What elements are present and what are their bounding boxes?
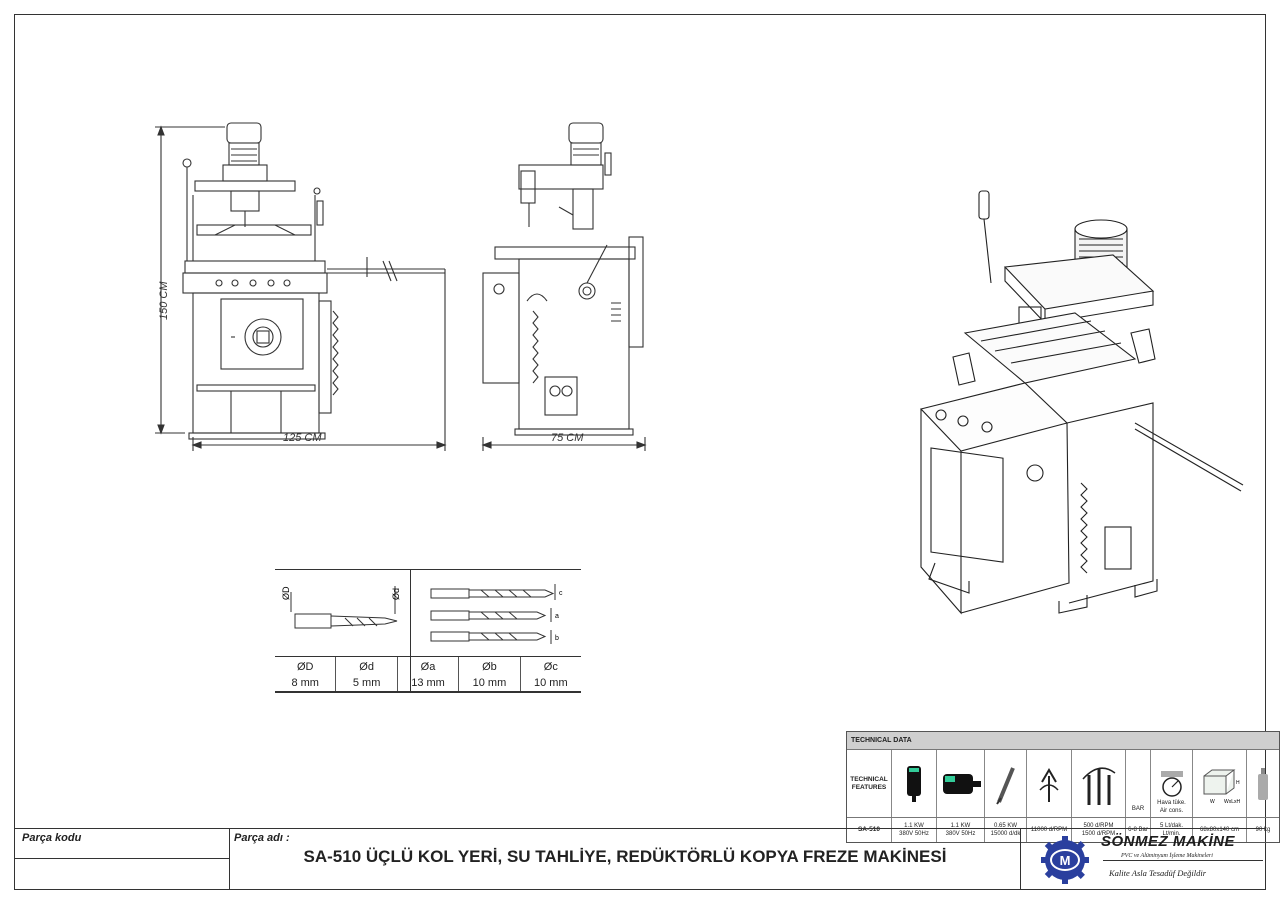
- dimension-front-width-label: 125 CM: [283, 432, 322, 444]
- weight-icon: [1246, 750, 1279, 817]
- front-view-drawing: 150 CM 125 CM: [155, 122, 447, 451]
- title-block: Parça kodu Parça adı : SA-510 ÜÇLÜ KOL Y…: [14, 828, 1266, 890]
- value-air: 5 Lt/dak.Lt/min.: [1150, 818, 1192, 842]
- part-name-label: Parça adı :: [234, 832, 290, 844]
- bit-drawings: ØD Ød c a b: [275, 569, 581, 656]
- part-code-label: Parça kodu: [22, 832, 82, 844]
- rotation-icon: [1026, 750, 1071, 817]
- value-bar: 6-8 Bar: [1125, 818, 1150, 842]
- brand-name: SÖNMEZ MAKİNE: [1101, 833, 1235, 850]
- air-consumption-label: Hava tüke.Air cons.: [1150, 750, 1192, 817]
- dimension-side-width-label: 75 CM: [551, 432, 584, 444]
- dim-h-text: H: [1236, 780, 1240, 786]
- part-name-cell: Parça adı : SA-510 ÜÇLÜ KOL YERİ, SU TAH…: [230, 829, 1020, 890]
- dim-w-text: W: [1210, 799, 1215, 805]
- logo-letter: M: [1060, 853, 1071, 868]
- bar-label: BAR: [1125, 750, 1150, 817]
- isometric-view-drawing: [919, 190, 1244, 615]
- bit-label-D: ØD: [281, 586, 291, 600]
- motor-small-icon: [891, 750, 936, 817]
- technical-data-title: TECHNICAL DATA: [847, 732, 1279, 750]
- dimension-height-label: 150 CM: [158, 281, 170, 320]
- brand-motto: Kalite Asla Tesadüf Değildir: [1109, 868, 1207, 878]
- bit-label-b: b: [555, 635, 559, 642]
- value-weight: 90 kg: [1246, 818, 1279, 842]
- side-view-drawing: 75 CM: [481, 122, 647, 451]
- value-rotation: 11000 d/RPM: [1026, 818, 1071, 842]
- bit-table-divider: [410, 569, 411, 693]
- dimensions-icon: W H WxLxH: [1192, 750, 1246, 817]
- bit-label-d: Ød: [391, 588, 401, 600]
- spindle-icon: [984, 750, 1026, 817]
- drill-bits-icon: [1071, 750, 1125, 817]
- model-cell: SA-510: [857, 826, 881, 833]
- part-code-divider: [14, 858, 230, 859]
- part-name: SA-510 ÜÇLÜ KOL YERİ, SU TAHLİYE, REDÜKT…: [303, 847, 947, 866]
- brand-subtitle: PVC ve Alüminyum İşleme Makineleri: [1121, 853, 1213, 859]
- brand-underline: [1103, 860, 1263, 861]
- value-dimensions: 68x80x140 cm: [1192, 818, 1246, 842]
- motor-large-icon: [936, 750, 984, 817]
- bit-label-c: c: [559, 590, 563, 597]
- part-code-cell: Parça kodu: [14, 829, 230, 890]
- bit-label-a: a: [555, 613, 559, 620]
- drawing-sheet: 150 CM 125 CM: [14, 14, 1280, 890]
- gear-logo-icon: M: [1041, 836, 1089, 884]
- dim-wxlxh-text: WxLxH: [1224, 799, 1241, 805]
- company-logo-cell: M SÖNMEZ MAKİNE PVC ve Alüminyum İşleme …: [1020, 829, 1266, 890]
